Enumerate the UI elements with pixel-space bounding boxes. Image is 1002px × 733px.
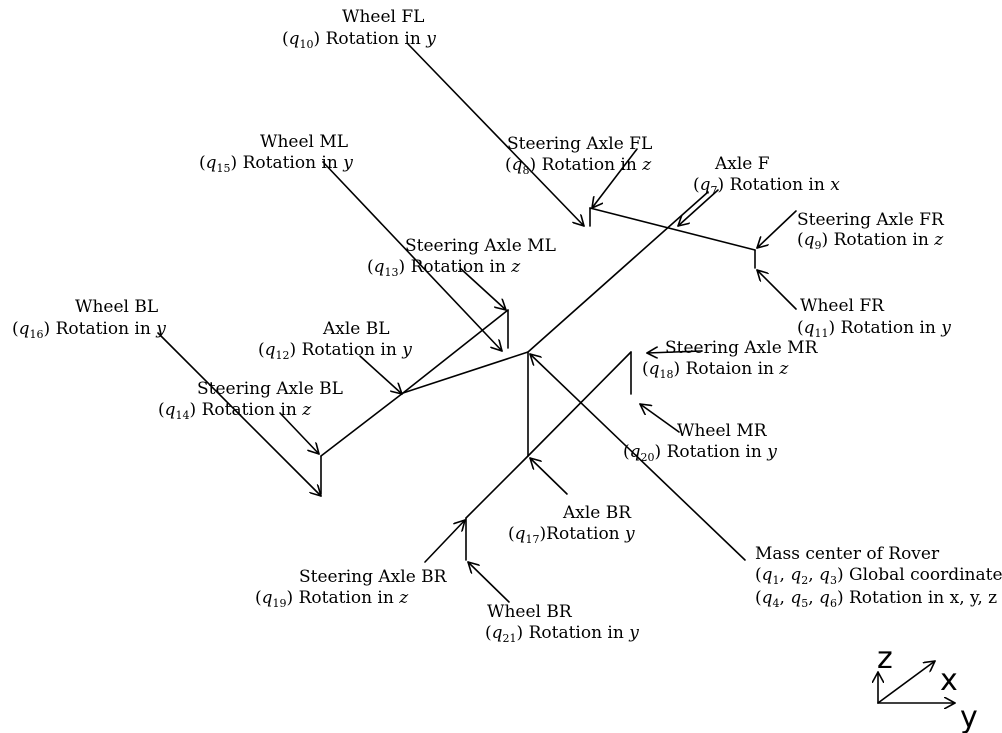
arrow-mass-center: [529, 353, 746, 561]
bogie-to-bl: [320, 392, 404, 457]
body-to-bogie-bar: [402, 351, 529, 394]
arrow-wheel-fr: [756, 269, 797, 310]
label-line: (q19) Rotation in z: [255, 588, 409, 610]
rover-structure: [320, 191, 756, 561]
rear-diagonal-br: [465, 455, 529, 519]
rear-diagonal-mr: [527, 351, 632, 457]
label-title: Steering Axle MR: [665, 338, 819, 358]
arrow-steer-br: [424, 519, 466, 563]
label-steering-axle-mr: Steering Axle MR (q18) Rotaion in z: [642, 338, 819, 381]
arrow-wheel-bl: [157, 332, 322, 497]
leader-arrows: [157, 43, 797, 603]
arrow-wheel-mr: [639, 403, 680, 433]
label-title: Steering Axle ML: [405, 236, 556, 256]
bogie-to-ml: [402, 309, 509, 394]
arrow-wheel-br: [467, 561, 510, 603]
label-title: Steering Axle BR: [299, 567, 448, 587]
arrow-axle-br: [529, 457, 568, 495]
label-title: Wheel BR: [487, 602, 573, 622]
label-title: Steering Axle FL: [507, 134, 652, 154]
arrow-axle-bl: [359, 355, 403, 395]
label-axle-bl: Axle BL (q12) Rotation in y: [258, 319, 412, 362]
label-title: Wheel ML: [260, 132, 348, 152]
front-axle-bar: [589, 207, 756, 251]
label-wheel-br: Wheel BR (q21) Rotation in y: [485, 602, 639, 645]
label-line: (q13) Rotation in z: [367, 257, 521, 279]
label-line: (q10) Rotation in y: [282, 29, 436, 51]
label-line: (q12) Rotation in y: [258, 340, 412, 362]
main-body-diagonal: [527, 191, 709, 353]
label-title: Axle F: [714, 154, 770, 174]
label-line: (q11) Rotation in y: [797, 318, 951, 340]
mass-center-title: Mass center of Rover: [755, 544, 940, 564]
arrow-wheel-fl: [407, 43, 585, 227]
label-title: Axle BR: [562, 503, 632, 523]
arrow-wheel-ml: [322, 161, 503, 352]
label-steering-axle-ml: Steering Axle ML (q13) Rotation in z: [367, 236, 556, 279]
label-wheel-fl: Wheel FL (q10) Rotation in y: [282, 7, 436, 51]
arrow-steer-ml: [459, 267, 507, 311]
label-line: (q9) Rotation in z: [797, 230, 944, 252]
label-title: Axle BL: [322, 319, 390, 339]
mass-center-rotation-line: (q4, q5, q6) Rotation in x, y, z: [755, 588, 997, 610]
frame-z-label: z: [877, 641, 893, 676]
label-axle-f: Axle F (q7) Rotation in x: [693, 154, 840, 197]
label-line: (q8) Rotation in z: [505, 155, 652, 177]
label-line: (q20) Rotation in y: [623, 442, 777, 464]
label-title: Wheel FL: [342, 7, 424, 27]
coordinate-frame: z x y: [877, 641, 978, 733]
arrow-axle-f: [677, 189, 719, 227]
label-line: (q7) Rotation in x: [693, 175, 840, 197]
label-wheel-bl: Wheel BL (q16) Rotation in y: [12, 297, 166, 341]
frame-x-label: x: [940, 663, 958, 698]
arrow-steer-bl: [279, 412, 320, 455]
label-axle-br: Axle BR (q17)Rotation y: [508, 503, 635, 546]
arrow-steer-fr: [756, 210, 797, 249]
label-title: Wheel FR: [800, 296, 885, 316]
mass-center-coords-line: (q1, q2, q3) Global coordinates: [755, 565, 1002, 587]
label-wheel-ml: Wheel ML (q15) Rotation in y: [199, 132, 353, 175]
label-wheel-fr: Wheel FR (q11) Rotation in y: [797, 296, 951, 340]
label-title: Wheel BL: [75, 297, 158, 317]
label-line: (q17)Rotation y: [508, 524, 635, 546]
label-line: (q18) Rotaion in z: [642, 359, 789, 381]
label-steering-axle-fr: Steering Axle FR (q9) Rotation in z: [797, 210, 945, 252]
arrow-steer-mr: [646, 351, 703, 353]
label-steering-axle-bl: Steering Axle BL (q14) Rotation in z: [158, 379, 343, 422]
frame-y-label: y: [960, 700, 978, 733]
frame-x-axis: [877, 660, 936, 704]
label-wheel-mr: Wheel MR (q20) Rotation in y: [623, 421, 777, 464]
label-steering-axle-fl: Steering Axle FL (q8) Rotation in z: [505, 134, 652, 177]
label-title: Wheel MR: [677, 421, 768, 441]
arrow-steer-fl: [591, 148, 638, 209]
label-line: (q21) Rotation in y: [485, 623, 639, 645]
label-line: (q15) Rotation in y: [199, 153, 353, 175]
label-title: Steering Axle BL: [197, 379, 343, 399]
label-mass-center: Mass center of Rover (q1, q2, q3) Global…: [755, 544, 1002, 610]
label-steering-axle-br: Steering Axle BR (q19) Rotation in z: [255, 567, 448, 610]
label-line: (q16) Rotation in y: [12, 319, 166, 341]
label-title: Steering Axle FR: [797, 210, 945, 230]
label-line: (q14) Rotation in z: [158, 400, 312, 422]
